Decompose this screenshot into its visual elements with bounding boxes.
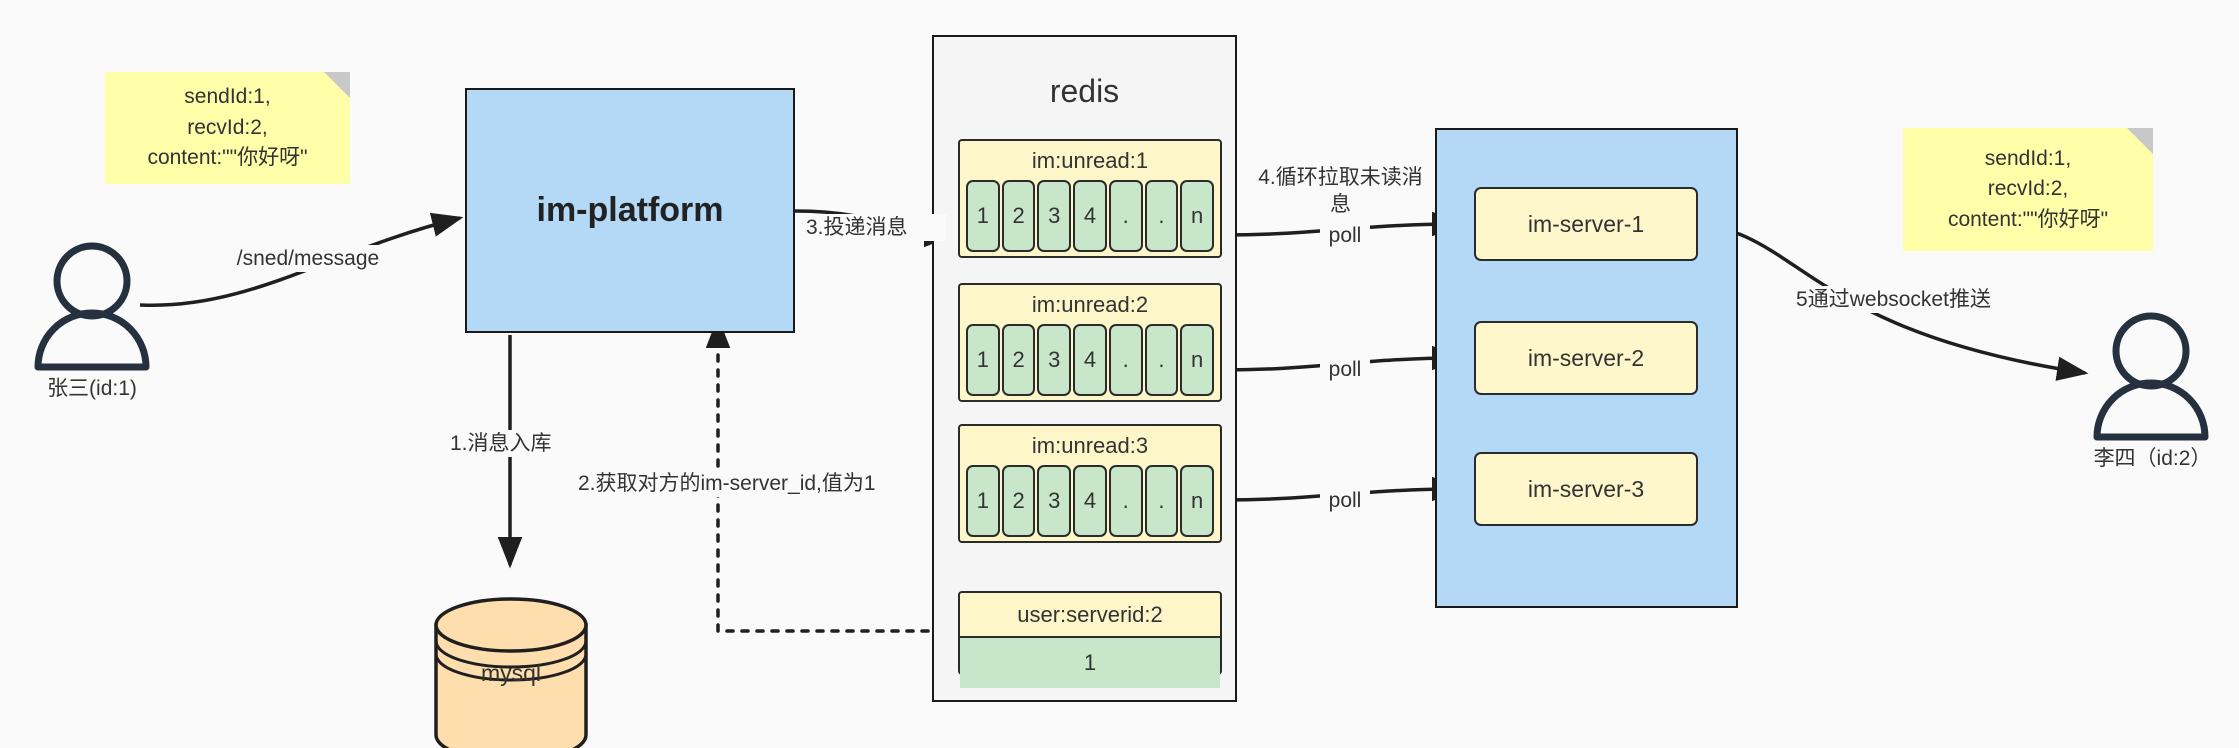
- redis-key-group-0: im:unread:1 1 2 3 4 . . n: [958, 139, 1222, 258]
- redis-cell: .: [1108, 465, 1143, 537]
- redis-title: redis: [1049, 73, 1120, 109]
- im-server-1-label: im-server-1: [1527, 210, 1645, 237]
- im-server-2-node[interactable]: im-server-2: [1474, 321, 1698, 395]
- redis-cell: n: [1180, 180, 1215, 252]
- edge-label-poll-1: poll: [1320, 222, 1370, 250]
- sender-actor-icon: [34, 242, 150, 371]
- note-left-text: sendId:1, recvId:2, content:""你好呀": [147, 85, 308, 170]
- redis-cell: .: [1108, 324, 1143, 396]
- redis-cell: 3: [1037, 180, 1072, 252]
- im-server-3-node[interactable]: im-server-3: [1474, 452, 1698, 526]
- edge-label-loop-pull: 4.循环拉取未读消 息: [1253, 164, 1428, 219]
- edge-label-send-message: /sned/message: [228, 245, 388, 273]
- redis-key-name: im:unread:3: [1031, 433, 1149, 458]
- redis-key-name: im:unread:1: [1031, 148, 1149, 173]
- sender-actor-label: 张三(id:1): [47, 377, 137, 400]
- edge-label-push-websocket: 5通过websocket推送: [1786, 286, 2001, 314]
- edge-label-get-server-id: 2.获取对方的im-server_id,值为1: [578, 470, 888, 498]
- redis-cell: 2: [1001, 180, 1036, 252]
- note-right-text: sendId:1, recvId:2, content:""你好呀": [1947, 146, 2109, 231]
- redis-cell: 4: [1073, 324, 1107, 396]
- redis-cell: 4: [1073, 180, 1107, 252]
- redis-cell: n: [1180, 465, 1215, 537]
- im-server-2-label: im-server-2: [1527, 344, 1645, 371]
- redis-cell: n: [1180, 324, 1215, 396]
- redis-key-group-2: im:unread:3 1 2 3 4 . . n: [958, 424, 1222, 543]
- edge-label-deliver: 3.投递消息: [806, 214, 946, 242]
- redis-serverid-group: user:serverid:2 1: [958, 591, 1222, 688]
- redis-cell: 3: [1037, 324, 1072, 396]
- redis-cell-row: 1 2 3 4 . . n: [960, 180, 1220, 258]
- edge-label-store-db: 1.消息入库: [450, 430, 560, 458]
- redis-cell: 1: [966, 324, 1000, 396]
- mysql-label: mysql: [480, 660, 542, 686]
- redis-cell: 1: [966, 180, 1000, 252]
- redis-cell: 2: [1001, 324, 1036, 396]
- im-platform-node[interactable]: im-platform: [465, 88, 795, 333]
- redis-cell-row: 1 2 3 4 . . n: [960, 465, 1220, 543]
- im-platform-label: im-platform: [536, 191, 724, 229]
- note-left: sendId:1, recvId:2, content:""你好呀": [105, 72, 350, 184]
- im-server-1-node[interactable]: im-server-1: [1474, 187, 1698, 261]
- edge-label-poll-3: poll: [1320, 487, 1370, 515]
- note-fold-icon: [324, 72, 350, 98]
- serverid-value: 1: [960, 636, 1220, 688]
- redis-cell-row: 1 2 3 4 . . n: [960, 324, 1220, 402]
- note-right: sendId:1, recvId:2, content:""你好呀": [1903, 128, 2153, 251]
- redis-cell: .: [1144, 465, 1179, 537]
- redis-cell: 2: [1001, 465, 1036, 537]
- receiver-actor-icon: [2093, 312, 2209, 441]
- receiver-actor-label: 李四（id:2）: [2093, 447, 2212, 470]
- redis-cell: 4: [1073, 465, 1107, 537]
- redis-cell: .: [1144, 324, 1179, 396]
- redis-cell: .: [1108, 180, 1143, 252]
- redis-cell: .: [1144, 180, 1179, 252]
- redis-key-name: im:unread:2: [1031, 292, 1149, 317]
- edge-label-poll-2: poll: [1320, 356, 1370, 384]
- redis-key-group-1: im:unread:2 1 2 3 4 . . n: [958, 283, 1222, 402]
- im-server-3-label: im-server-3: [1527, 475, 1645, 502]
- redis-cell: 3: [1037, 465, 1072, 537]
- note-fold-icon: [2127, 128, 2153, 154]
- serverid-key-name: user:serverid:2: [1017, 602, 1163, 627]
- redis-cell: 1: [966, 465, 1000, 537]
